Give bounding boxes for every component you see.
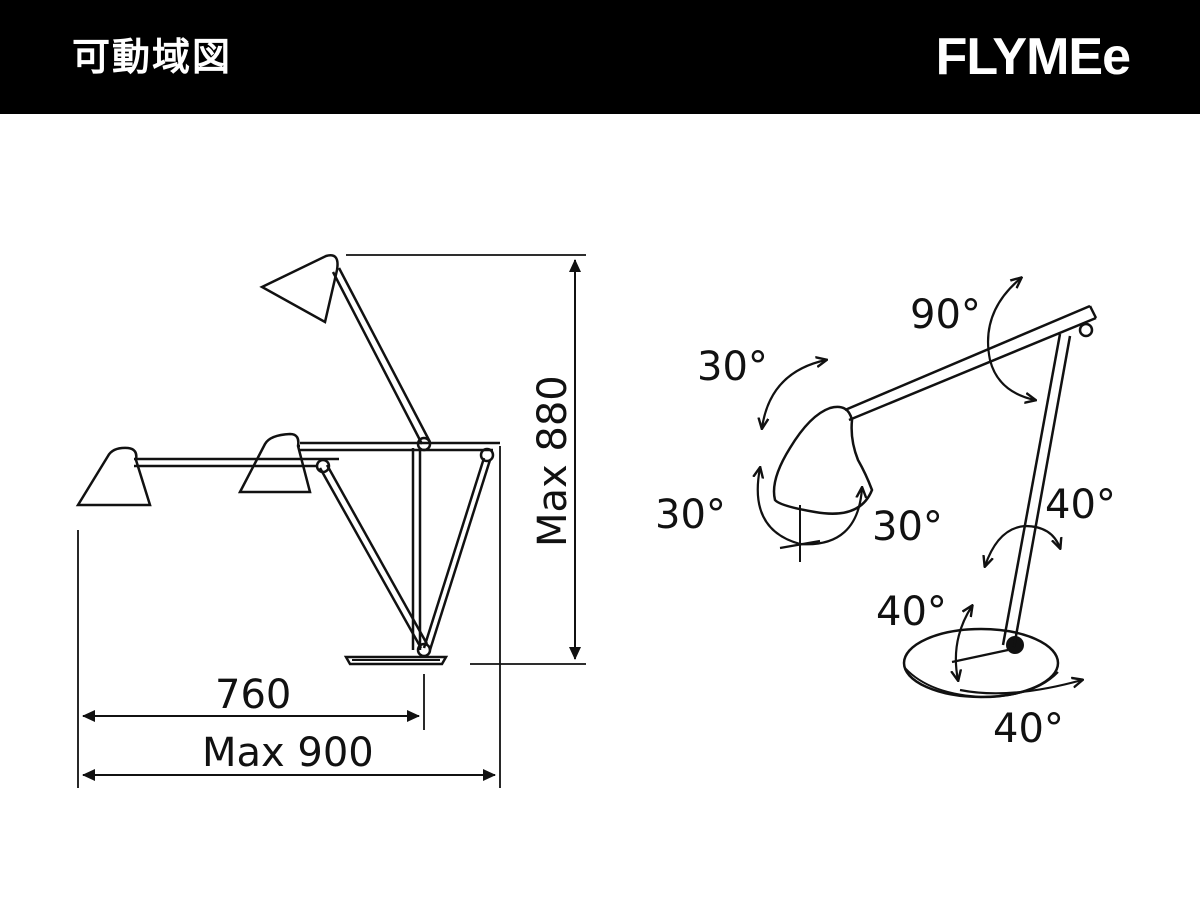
angle-base-rotation: 40° [993, 706, 1064, 752]
angle-head-left: 30° [655, 492, 726, 538]
reach-label: 760 [215, 672, 291, 718]
rotation-lower-arm [1001, 333, 1072, 648]
rotation-upper-arm [844, 304, 1098, 422]
lamp-extended [75, 446, 339, 507]
header-bar: 可動域図 FLYMEe [0, 0, 1200, 114]
lower-diagonal-arm [315, 458, 429, 649]
angle-head-right: 30° [872, 504, 943, 550]
lamp-middle [237, 432, 312, 494]
lamp-base [343, 655, 449, 666]
brand-logo: FLYMEe [935, 28, 1131, 86]
range-of-motion-diagram: Max 880 760 Max 900 [75, 254, 1116, 788]
lamp-raised [259, 254, 500, 452]
angle-head-tilt: 30° [697, 344, 768, 390]
reach-dimensions [77, 446, 501, 788]
angle-base-tilt: 40° [876, 589, 947, 635]
rotation-view: 90° 30° 30° 30° 40° 40° 40° [655, 278, 1116, 752]
rotation-base [902, 627, 1060, 699]
angle-arm-lower: 40° [1045, 482, 1116, 528]
rotation-arrows [758, 278, 1082, 695]
right-diagonal-arm [422, 447, 495, 651]
rotation-lamp-head [772, 405, 874, 562]
max-reach-label: Max 900 [202, 730, 374, 776]
angle-arm-top: 90° [910, 292, 981, 338]
side-view: Max 880 760 Max 900 [75, 254, 586, 788]
height-label: Max 880 [530, 375, 576, 547]
height-dimension [346, 254, 586, 665]
page-title: 可動域図 [72, 35, 233, 79]
